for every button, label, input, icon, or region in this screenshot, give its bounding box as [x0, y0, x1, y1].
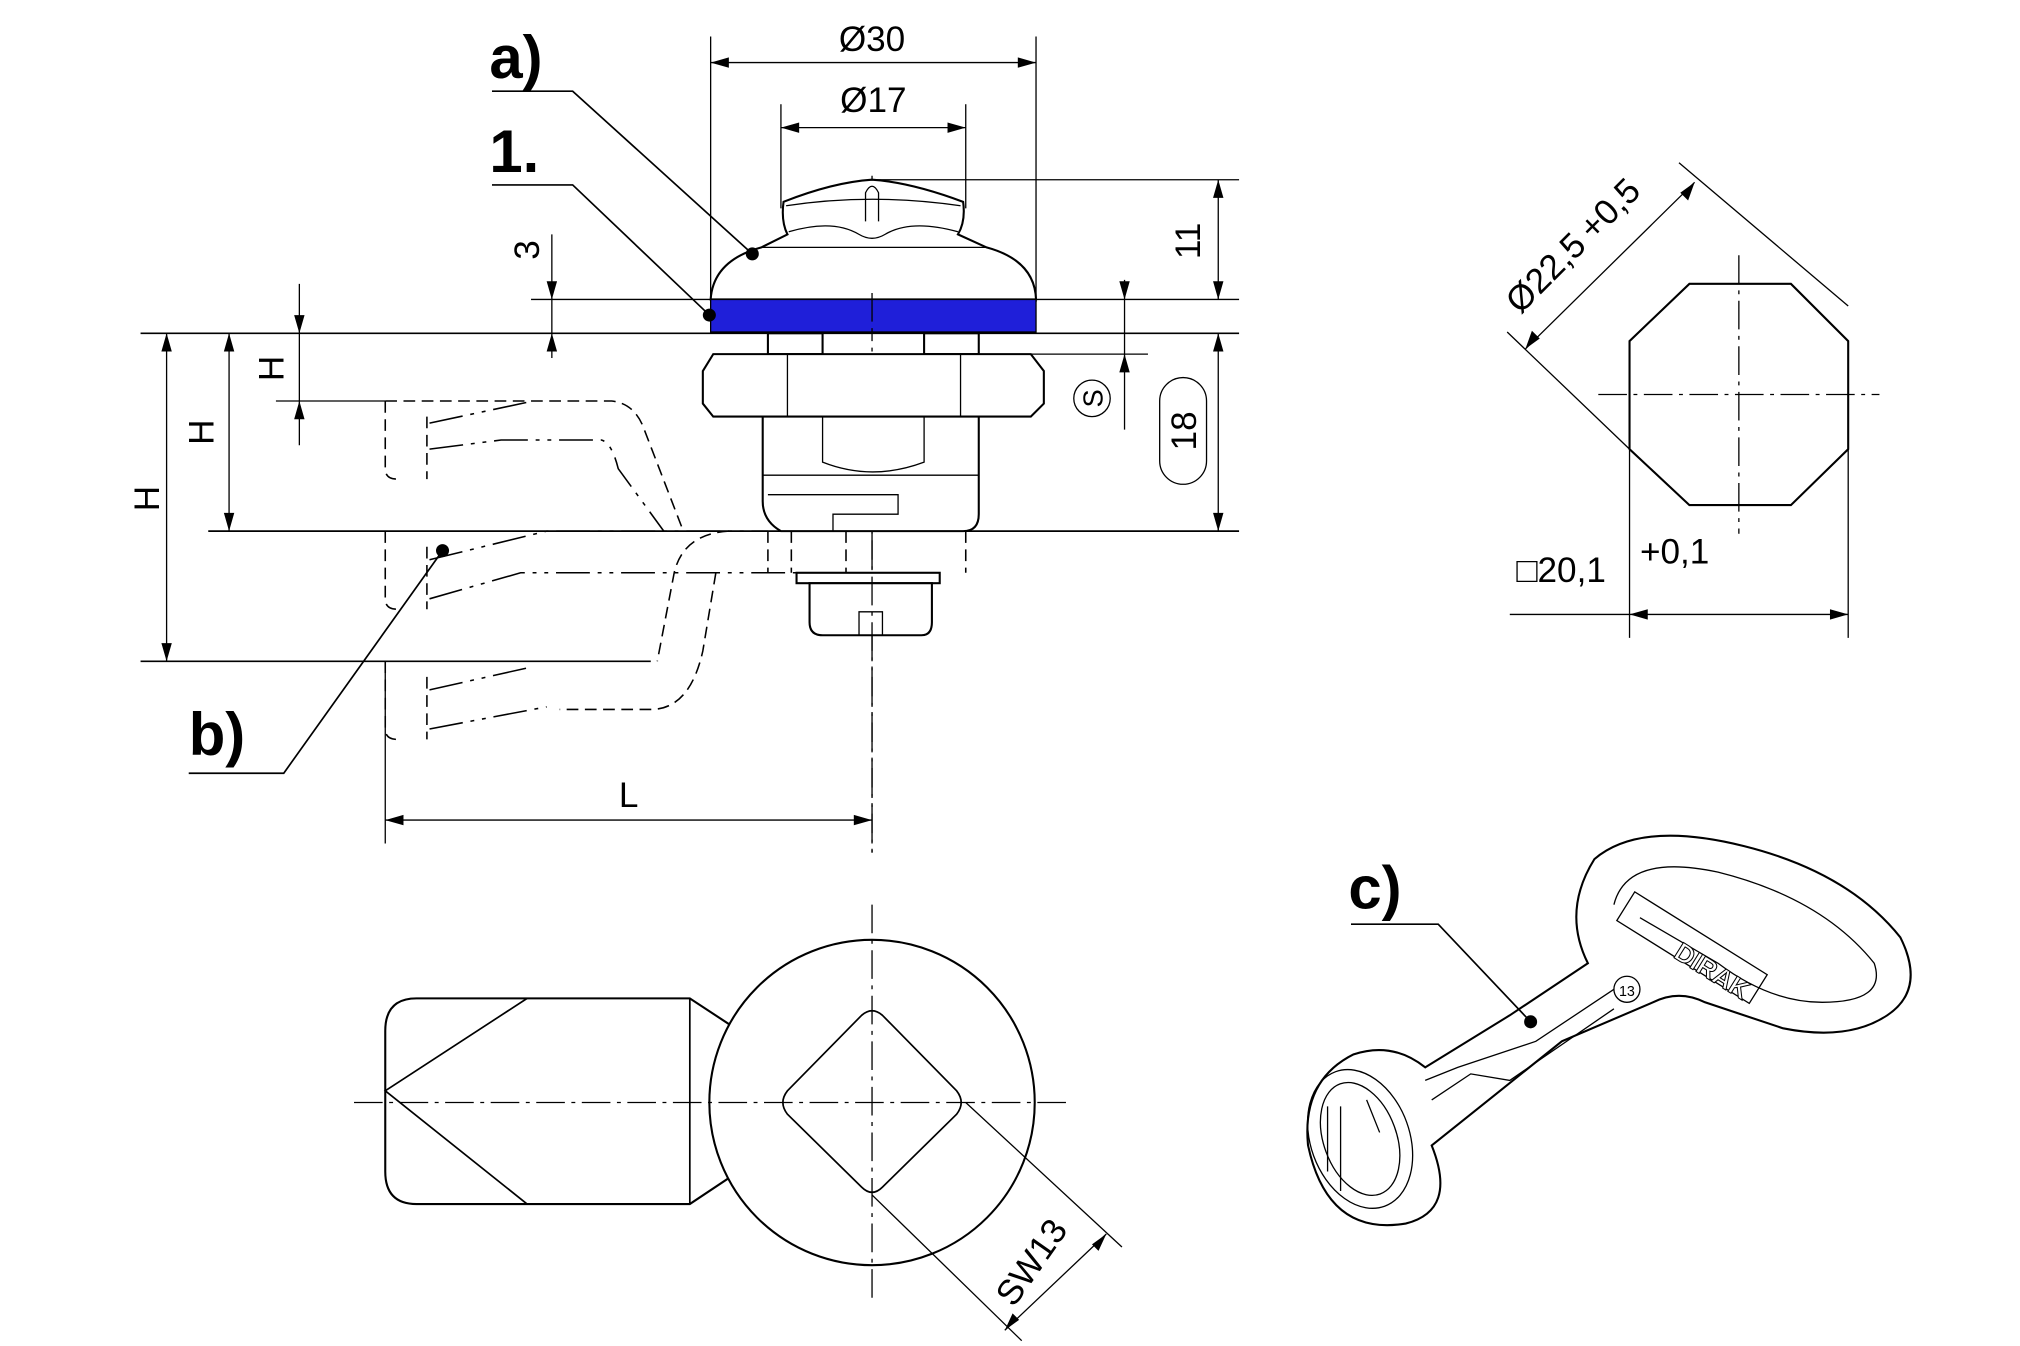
svg-text:L: L [619, 776, 639, 815]
svg-text:□20,1: □20,1 [1516, 551, 1606, 590]
bottom-view: SW13 [354, 904, 1123, 1342]
callout-1: 1. [489, 118, 716, 322]
svg-text:S: S [1077, 389, 1108, 407]
svg-text:18: 18 [1165, 411, 1204, 450]
panel-cutout-view: □20,1 +0,1 Ø22,5+0,5 [1498, 162, 1880, 638]
lock-body [761, 415, 980, 533]
dimension-h-medium: H [182, 333, 235, 532]
svg-text:H: H [253, 356, 292, 381]
svg-text:H: H [182, 420, 221, 445]
side-view: Ø30 Ø17 [128, 20, 1240, 853]
key-size-marking: 13 [1619, 984, 1635, 1000]
triangle-key: DIRAK 13 c) [1306, 834, 1912, 1227]
dimension-h-small: H [253, 283, 386, 446]
dimension-h-large: H [128, 333, 172, 662]
callout-a: a) [489, 24, 759, 261]
callout-b: b) [188, 544, 450, 775]
svg-text:+0,1: +0,1 [1640, 533, 1709, 572]
bolt-stud [795, 571, 941, 637]
svg-text:a): a) [489, 24, 542, 91]
cam-positions [384, 400, 967, 844]
dimension-s: S [963, 279, 1148, 430]
hex-nut [701, 332, 1045, 418]
svg-text:3: 3 [508, 240, 547, 260]
dimension-l: L [385, 776, 873, 826]
callout-c: c) [1348, 855, 1538, 1029]
dimension-dia-30: Ø30 [709, 20, 1037, 303]
dimension-18: 18 [1159, 333, 1224, 532]
lock-knob [709, 178, 1038, 301]
dimension-11: 11 [1169, 179, 1224, 300]
svg-text:1.: 1. [489, 118, 539, 185]
svg-text:H: H [128, 486, 167, 511]
svg-text:b): b) [189, 701, 246, 768]
svg-text:Ø22,5+0,5: Ø22,5+0,5 [1498, 171, 1648, 321]
dimension-dia-17: Ø17 [780, 81, 967, 209]
dimension-3: 3 [508, 234, 558, 359]
seal-ring [709, 298, 1037, 333]
svg-text:11: 11 [1169, 223, 1208, 259]
svg-text:c): c) [1348, 855, 1401, 922]
svg-text:Ø17: Ø17 [840, 81, 906, 120]
svg-text:Ø30: Ø30 [839, 20, 905, 59]
svg-text:SW13: SW13 [988, 1212, 1075, 1313]
